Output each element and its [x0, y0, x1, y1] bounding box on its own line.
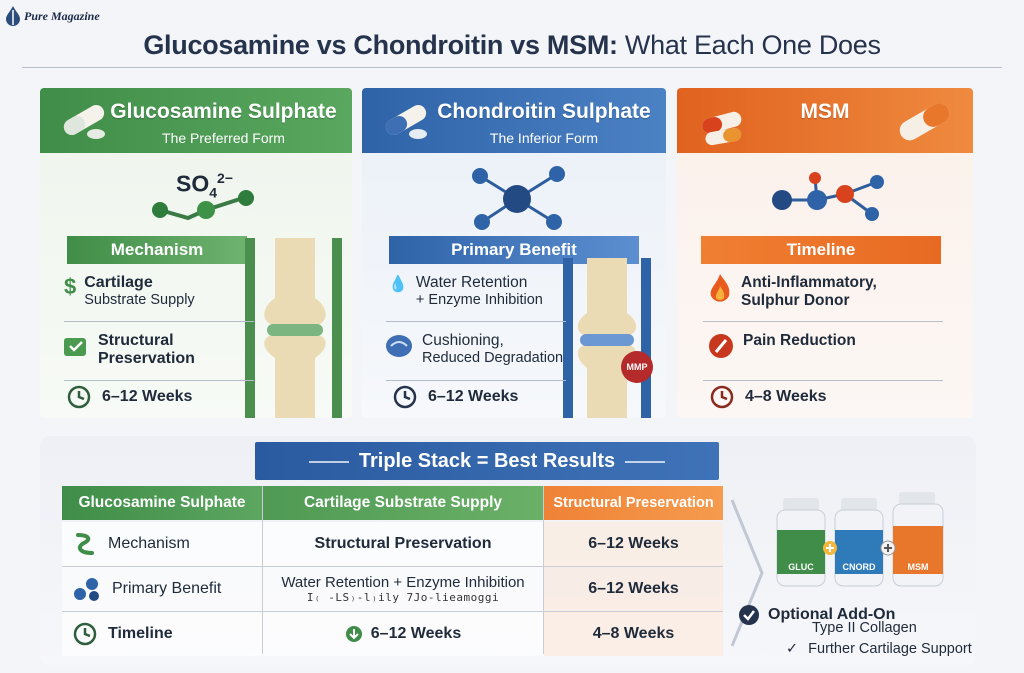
capsule-icon	[702, 111, 742, 146]
check-circle-icon	[739, 605, 759, 625]
bottle-label-msm: MSM	[907, 562, 929, 572]
card-chondroitin: Chondroitin Sulphate The Inferior Form P…	[362, 88, 666, 418]
card-title: Glucosamine Sulphate	[110, 100, 337, 123]
column-divider	[262, 486, 263, 654]
page-title: Glucosamine vs Chondroitin vs MSM: What …	[0, 30, 1024, 61]
row-mid: Structural Preservation	[314, 535, 492, 552]
table-row: Primary Benefit Water Retention + Enzyme…	[62, 567, 723, 611]
knee-joint-icon	[563, 258, 651, 418]
divider	[386, 380, 566, 381]
divider	[64, 380, 254, 381]
bottle-label-cnord: CNORD	[842, 562, 876, 572]
mechanism-band: Mechanism	[67, 236, 247, 264]
stack-banner: Triple Stack = Best Results	[255, 442, 719, 480]
addon-item: Type II Collagen	[812, 620, 917, 636]
card-glucosamine: Glucosamine Sulphate The Preferred Form …	[40, 88, 352, 418]
title-bold: Glucosamine vs Chondroitin vs MSM:	[143, 30, 618, 60]
item-water-retention: 💧 Water Retention+ Enzyme Inhibition	[388, 274, 543, 308]
row-divider	[62, 611, 723, 612]
card-subtitle: The Inferior Form	[489, 130, 599, 146]
flame-icon	[710, 274, 730, 302]
card-subtitle: The Preferred Form	[162, 130, 285, 146]
optional-addon: Optional Add-On	[738, 604, 895, 626]
molecule-icon	[74, 578, 99, 601]
row-right: 4–8 Weeks	[544, 612, 723, 656]
title-rest: What Each One Does	[617, 30, 881, 60]
molecule-icon	[472, 166, 565, 230]
timeline: 6–12 Weeks	[66, 384, 192, 410]
gut-icon	[76, 533, 94, 555]
clock-icon	[710, 385, 734, 409]
card-title: Chondroitin Sulphate	[437, 100, 651, 123]
mmp-badge	[621, 351, 653, 383]
water-drops-icon: 💧	[388, 276, 408, 293]
clock-icon	[67, 385, 91, 409]
row-divider	[62, 566, 723, 567]
divider	[703, 321, 943, 322]
addon-item: ✓ Further Cartilage Support	[786, 641, 972, 657]
row-mid: 6–12 Weeks	[263, 612, 543, 656]
capsule-icon	[385, 105, 427, 139]
row-right: 6–12 Weeks	[544, 567, 723, 611]
comparison-table: Glucosamine Sulphate Cartilage Substrate…	[62, 486, 723, 656]
timeline: 6–12 Weeks	[392, 384, 518, 410]
pain-icon	[709, 334, 733, 358]
structure-icon	[64, 338, 86, 356]
sulfate-formula: SO42−	[176, 170, 233, 201]
brand-drop-icon	[6, 6, 20, 26]
molecule-icon	[772, 172, 884, 221]
divider	[64, 321, 254, 322]
card-header: MSM	[677, 88, 973, 153]
table-row: Timeline 6–12 Weeks 4–8 Weeks	[62, 612, 723, 656]
bottle-label-gluc: GLUC	[788, 562, 814, 572]
table-header: Structural Preservation	[544, 486, 723, 520]
dollar-bone-icon: $	[64, 274, 77, 299]
cushion-icon	[386, 335, 412, 357]
card-title: MSM	[800, 100, 850, 123]
table-row: Mechanism Structural Preservation 6–12 W…	[62, 522, 723, 566]
brand-name: Pure Magazine	[24, 8, 100, 23]
item-cushioning: Cushioning,Reduced Degradation	[384, 332, 563, 366]
clock-icon	[73, 622, 97, 646]
table-header: Cartilage Substrate Supply	[263, 486, 543, 520]
title-divider	[22, 67, 1002, 68]
item-pain-reduction: Pain Reduction	[707, 332, 856, 360]
divider	[386, 321, 566, 322]
mmp-label: MMP	[626, 362, 648, 372]
item-anti-inflammatory: Anti-Inflammatory,Sulphur Donor	[707, 274, 877, 310]
row-label: Mechanism	[62, 522, 262, 566]
capsule-icon	[899, 103, 950, 141]
brand-logo[interactable]: Pure Magazine	[6, 6, 100, 26]
column-divider	[543, 486, 544, 654]
supplement-bottles	[776, 492, 944, 587]
molecule-icon	[152, 190, 254, 221]
card-header: Chondroitin Sulphate The Inferior Form	[362, 88, 666, 153]
timeline-band: Timeline	[701, 236, 941, 264]
table-header: Glucosamine Sulphate	[62, 486, 262, 520]
divider	[703, 380, 943, 381]
card-msm: MSM Timeline Anti-Inflammatory,Sulphur D…	[677, 88, 973, 418]
knee-joint-icon	[245, 238, 342, 418]
capsule-icon	[63, 105, 105, 139]
triple-stack-panel: Triple Stack = Best Results Glucosamine …	[40, 436, 976, 666]
checkmark-icon: ✓	[786, 641, 799, 657]
clock-icon	[393, 385, 417, 409]
timeline: 4–8 Weeks	[709, 384, 827, 410]
row-label: Timeline	[62, 612, 262, 656]
row-mid: Water Retention + Enzyme Inhibition I₍ -…	[281, 574, 525, 604]
row-right: 6–12 Weeks	[544, 522, 723, 566]
arrow-down-circle-icon	[345, 626, 362, 642]
row-label: Primary Benefit	[62, 567, 262, 611]
card-header: Glucosamine Sulphate The Preferred Form	[40, 88, 352, 153]
